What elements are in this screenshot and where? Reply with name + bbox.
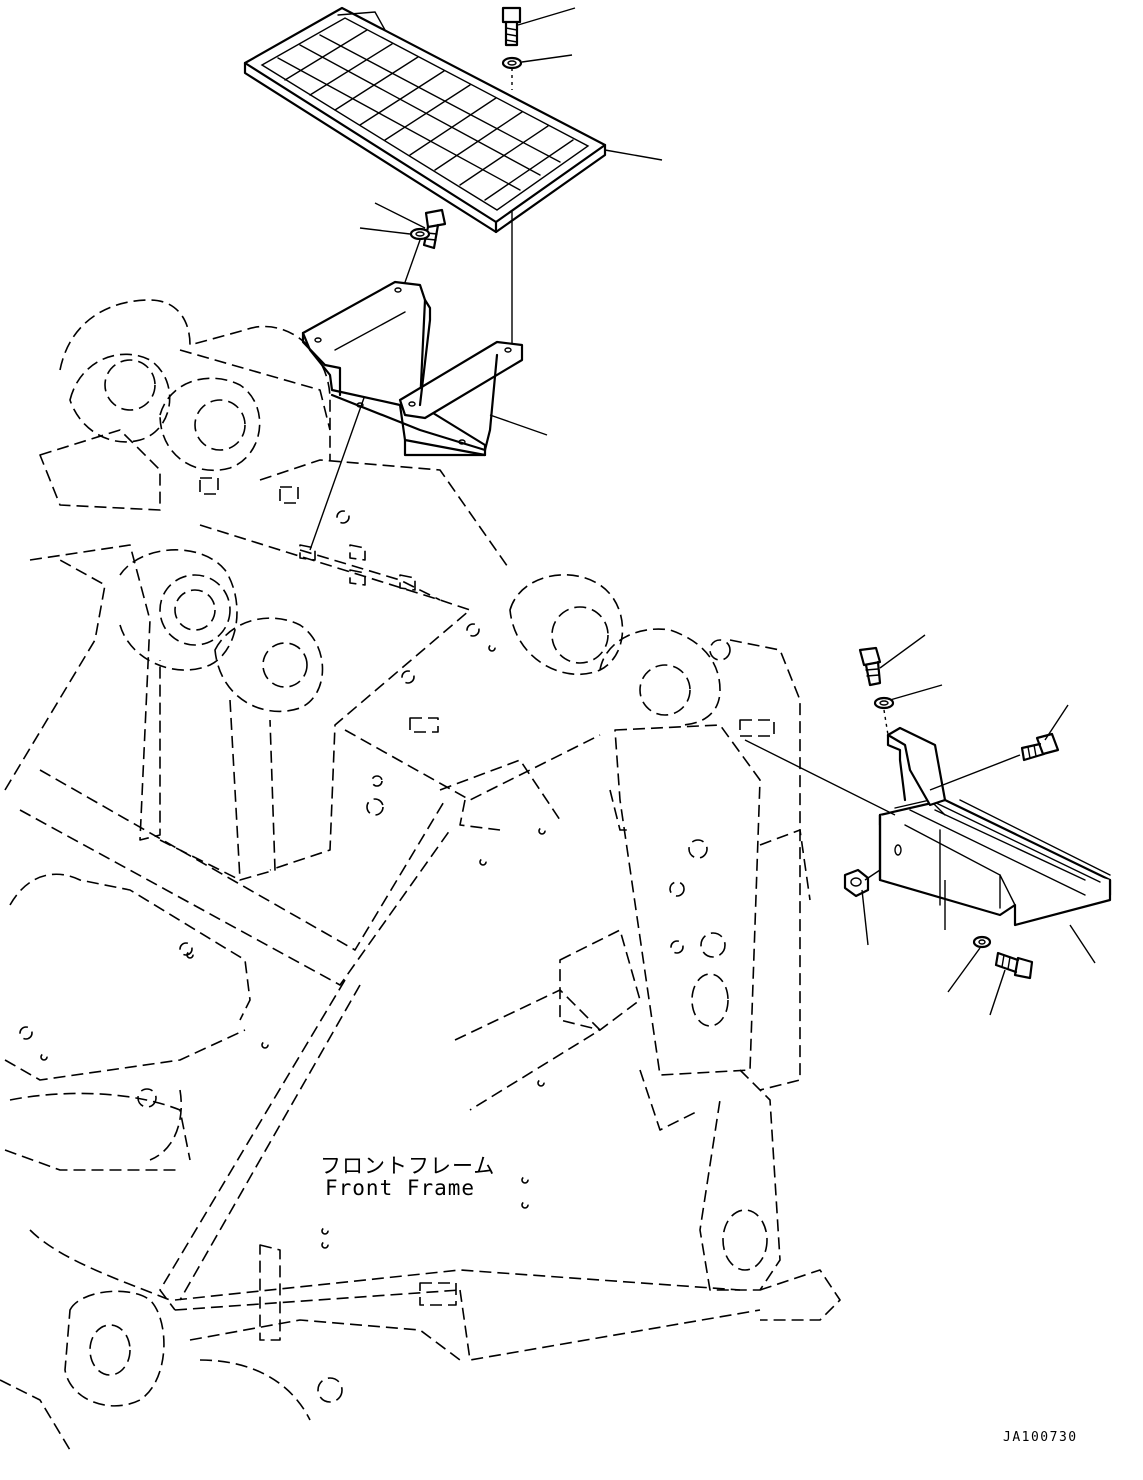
upper-bolt xyxy=(501,6,522,47)
lower-step-side-bolt xyxy=(1020,732,1060,762)
lower-step-bottom-bolt xyxy=(994,951,1034,980)
front-frame-label-jp: フロントフレーム xyxy=(320,1154,496,1178)
lower-step-grating xyxy=(878,798,1112,927)
lower-step-bottom-washer xyxy=(972,935,992,949)
front-frame-label-en: Front Frame xyxy=(325,1176,476,1200)
bracket-bolt xyxy=(422,208,447,250)
upper-washer xyxy=(501,56,523,70)
upper-step-grating xyxy=(243,6,607,234)
lower-step-nut xyxy=(843,868,870,898)
drawing-code: JA100730 xyxy=(1003,1430,1078,1445)
bracket-washer xyxy=(409,227,431,241)
step-bracket xyxy=(301,280,524,457)
lower-step-top-bolt xyxy=(858,646,882,687)
lower-step-washer xyxy=(873,696,895,710)
front-frame-outline xyxy=(0,299,841,1451)
lower-step-bracket xyxy=(886,726,947,807)
